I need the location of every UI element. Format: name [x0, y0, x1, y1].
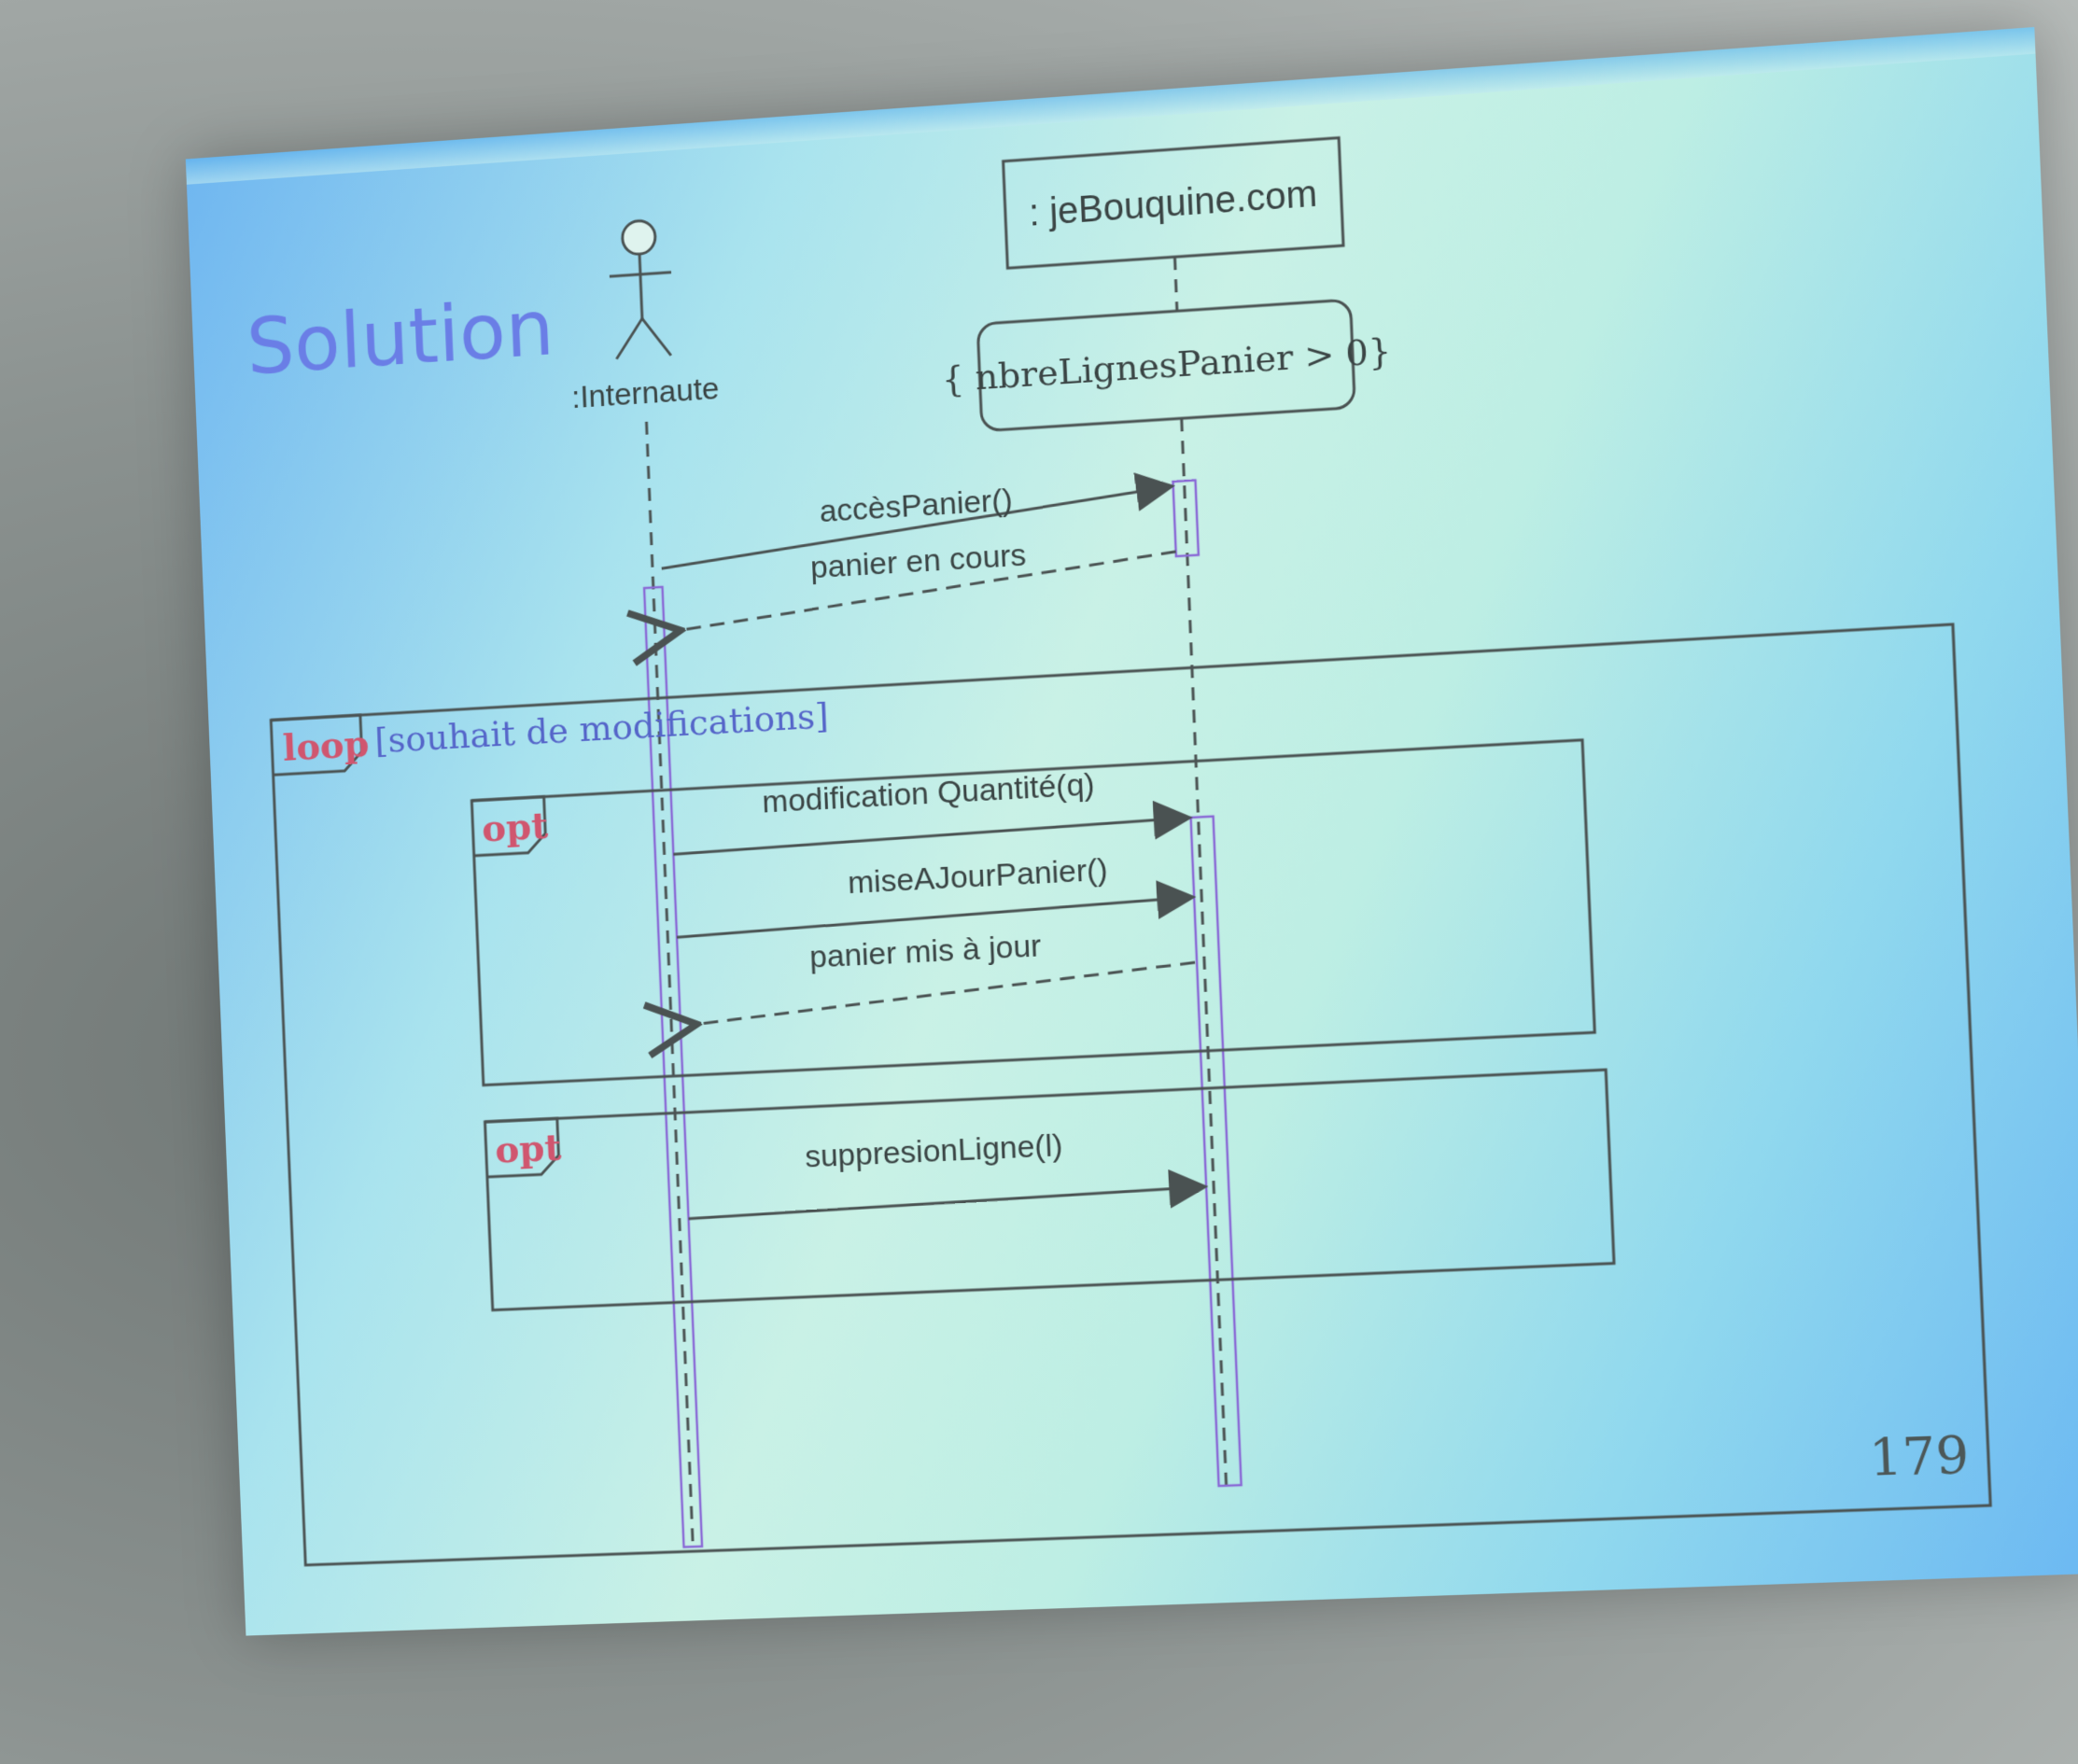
message-arrow-3	[673, 818, 1189, 854]
actor-label: :Internaute	[571, 371, 721, 415]
actor-stick-figure-icon	[608, 218, 675, 358]
loop-guard: [souhait de modifications]	[374, 694, 830, 761]
message-label-2: panier en cours	[809, 538, 1027, 585]
message-label-1: accèsPanier()	[819, 483, 1013, 529]
opt-keyword-2: opt	[494, 1127, 562, 1172]
message-arrow-4	[676, 897, 1192, 937]
message-label-5: panier mis à jour	[809, 929, 1042, 975]
loop-keyword: loop	[282, 722, 370, 770]
slide: Solution :Internaute : jeBouquine.com { …	[186, 27, 2078, 1636]
sequence-diagram: Solution :Internaute : jeBouquine.com { …	[186, 27, 2078, 1636]
constraint-text: { nbreLignesPanier > 0}	[941, 329, 1392, 400]
slide-title: Solution	[245, 282, 555, 392]
message-arrow-6	[688, 1187, 1204, 1219]
message-label-4: miseAJourPanier()	[848, 852, 1109, 901]
opt-fragment-2-frame	[484, 1070, 1614, 1309]
return-arrow-2	[695, 962, 1197, 1024]
object-activation-bar-2	[1191, 817, 1242, 1486]
opt-keyword-1: opt	[481, 805, 549, 851]
object-label: : jeBouquine.com	[1028, 173, 1318, 234]
page-number: 179	[1868, 1425, 1971, 1489]
message-label-6: suppresionLigne(l)	[805, 1128, 1064, 1175]
object-lifeline-top	[1174, 257, 1176, 311]
actor-lifeline	[646, 422, 693, 1542]
